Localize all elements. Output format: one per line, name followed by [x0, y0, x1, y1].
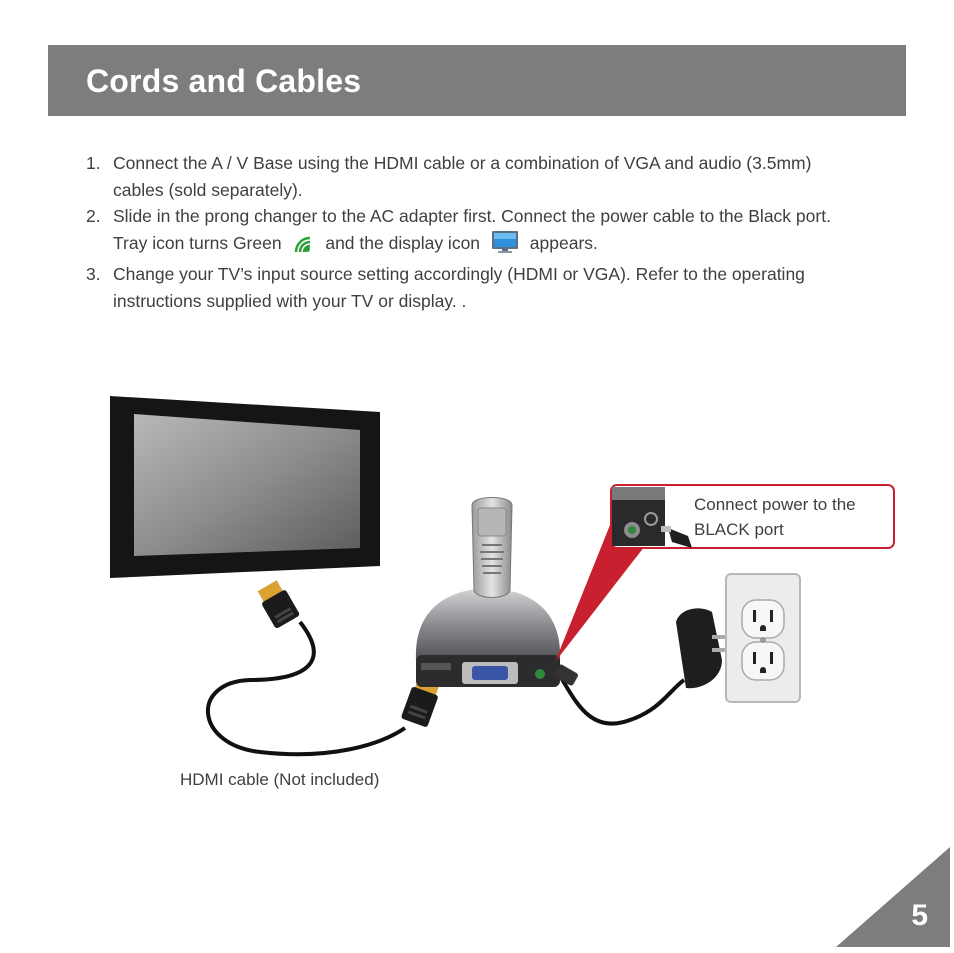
page-corner-tab — [836, 847, 950, 947]
dongle — [471, 497, 513, 598]
step-text: appears. — [529, 232, 598, 253]
hdmi-cable — [206, 620, 407, 757]
connection-diagram — [110, 396, 895, 757]
step-text: Slide in the prong changer to the AC ada… — [113, 206, 831, 253]
display-icon — [491, 230, 519, 262]
wifi-tray-icon — [292, 232, 314, 262]
page-number: 5 — [911, 899, 928, 932]
power-cable — [558, 674, 686, 726]
callout-pointer — [555, 520, 665, 662]
hdmi-cable-caption: HDMI cable (Not included) — [180, 770, 380, 789]
page-title: Cords and Cables — [86, 63, 362, 99]
step-text: Connect the A / V Base using the HDMI ca… — [113, 153, 812, 200]
step-number: 3. — [86, 264, 101, 284]
av-base — [415, 588, 561, 687]
callout-box — [610, 484, 895, 549]
list-item: 3. Change your TV’s input source setting… — [86, 261, 846, 314]
list-item: 1. Connect the A / V Base using the HDMI… — [86, 150, 846, 203]
step-number: 1. — [86, 153, 101, 173]
step-number: 2. — [86, 206, 101, 226]
power-plug-tip — [554, 664, 578, 686]
wall-outlet — [725, 573, 801, 703]
header-bar: Cords and Cables — [48, 45, 906, 116]
step-text: Change your TV’s input source setting ac… — [113, 264, 805, 311]
step-text: and the display icon — [325, 232, 481, 253]
hdmi-connector-top — [257, 580, 300, 628]
list-item: 2. Slide in the prong changer to the AC … — [86, 203, 846, 261]
callout-text: Connect power to the BLACK port — [694, 495, 856, 539]
tv-display — [110, 396, 380, 578]
instruction-list: 1. Connect the A / V Base using the HDMI… — [86, 150, 846, 314]
